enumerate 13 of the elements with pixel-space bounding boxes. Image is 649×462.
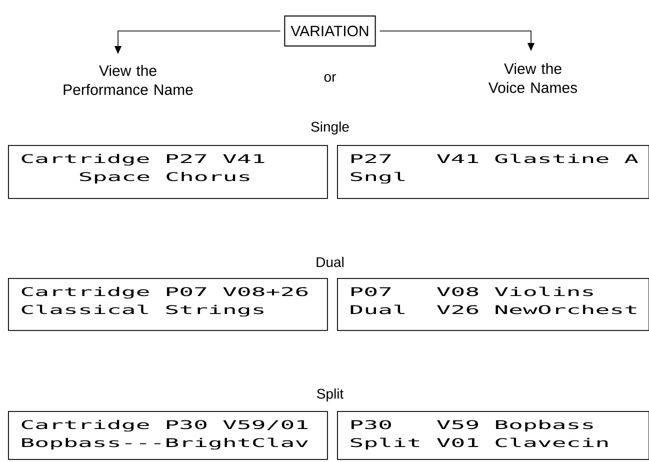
section-label: Split [317,388,344,402]
section-label: Single [311,121,349,134]
lcd-display: Cartridge P30 V59/01 Bopbass---BrightClav [8,410,328,460]
button-box: VARIATION [284,16,376,46]
heading-text: View the Performance Name [64,64,193,95]
lcd-display: P07 V08 Violins Dual V26 NewOrchest [337,278,649,331]
heading-text: View the Voice Names [488,62,578,93]
conjunction-text: or [324,74,336,82]
section-label: Dual [316,256,344,268]
lcd-display: P30 V59 Bopbass Split V01 Clavecin [337,410,649,460]
lcd-display: P27 V41 Glastine A Sngl [337,145,649,199]
lcd-display: Cartridge P27 V41 Space Chorus [8,145,328,199]
lcd-display: Cartridge P07 V08+26 Classical Strings [8,278,328,331]
